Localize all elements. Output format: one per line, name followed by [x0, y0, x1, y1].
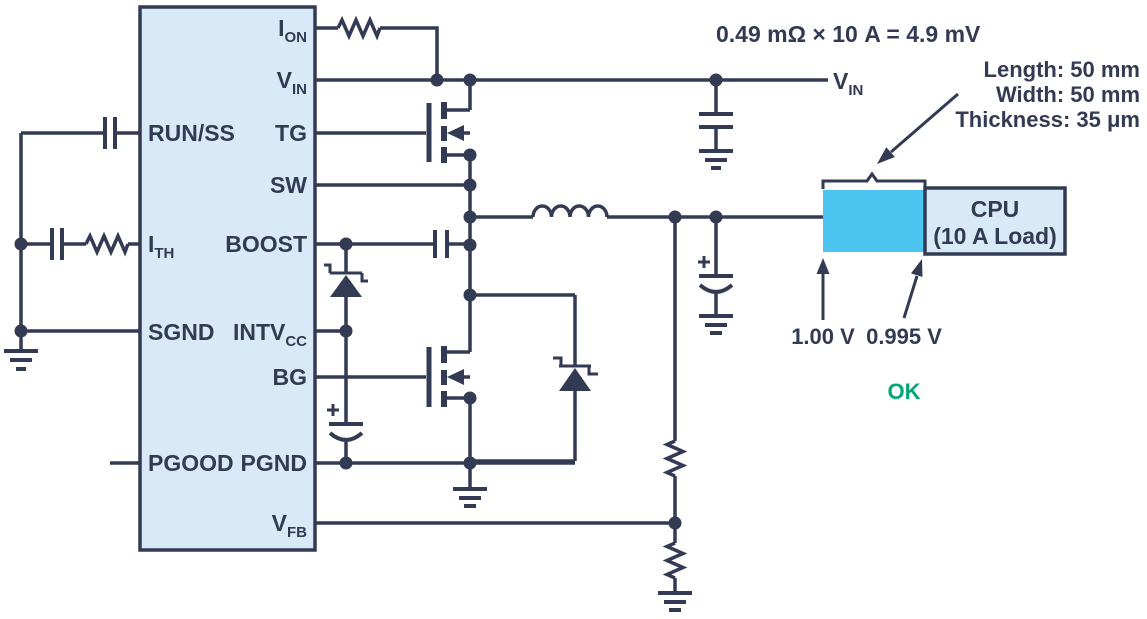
pin-label-sw: SW: [270, 172, 307, 198]
regulator-ic-block: ION VIN TG SW BOOST INTVCC BG PGND VFB R…: [138, 5, 317, 552]
junction-dot: [463, 391, 477, 405]
junction-dot: [463, 210, 477, 224]
freewheel-schottky-diode: [470, 293, 598, 463]
input-capacitor: [699, 82, 733, 170]
trace-length: Length: 50 mm: [984, 57, 1140, 82]
pin-label-tg: TG: [275, 120, 307, 146]
pin-label-vfb: VFB: [272, 510, 308, 541]
ith-capacitor: [50, 228, 64, 260]
plus-sign: [698, 256, 710, 268]
arrow-trace-dimensions: [877, 92, 959, 164]
junction-dot: [14, 324, 28, 338]
ground-symbol-left: [4, 349, 38, 371]
intvcc-capacitor: [315, 329, 364, 463]
ith-compensation-network: [21, 228, 140, 260]
junction-dot: [463, 148, 477, 162]
mosfet-arrow: [447, 125, 464, 141]
junction-dot: [463, 456, 477, 470]
junction-dot: [668, 210, 682, 224]
pin-label-pgood: PGOOD: [148, 450, 234, 476]
junction-dot: [668, 516, 682, 530]
cpu-body: [923, 186, 1067, 256]
junction-dot: [709, 73, 723, 87]
voltage-source-end-label: 1.00 V: [791, 324, 855, 349]
ground-symbol-output: [699, 314, 733, 335]
mosfet-low-side: [315, 346, 472, 463]
trace-dimensions-note: Length: 50 mm Width: 50 mm Thickness: 35…: [955, 57, 1140, 132]
pin-label-sgnd: SGND: [148, 319, 214, 345]
pin-label-intvcc: INTVCC: [233, 319, 307, 350]
softstart-capacitor: [21, 117, 140, 149]
mosfet-arrow: [447, 369, 464, 385]
junction-dot: [463, 238, 477, 252]
arrow-voltage-load-end: [902, 259, 923, 319]
pin-label-vin: VIN: [277, 67, 307, 98]
output-capacitor: [698, 217, 734, 335]
vin-net-label: VIN: [833, 68, 863, 99]
trace-width: Width: 50 mm: [996, 82, 1140, 107]
cpu-block: CPU (10 A Load): [923, 186, 1067, 256]
junction-dot: [14, 237, 28, 251]
pin-label-bg: BG: [273, 364, 308, 390]
feedback-resistor-bottom: [662, 541, 688, 580]
ion-resistor: [315, 15, 439, 78]
inductor: [470, 204, 823, 219]
ground-symbol-feedback: [658, 591, 692, 612]
voltage-load-end-label: 0.995 V: [866, 324, 942, 349]
pin-label-ion: ION: [278, 15, 307, 46]
junction-dot: [339, 456, 353, 470]
trace-thickness: Thickness: 35 μm: [955, 107, 1140, 132]
junction-dot: [709, 210, 723, 224]
ith-resistor: [84, 231, 130, 257]
feedback-resistor-top: [662, 439, 688, 478]
junction-dot: [463, 178, 477, 192]
boost-schottky-diode: [324, 244, 368, 331]
junction-dot: [339, 237, 353, 251]
ground-symbol-input: [699, 149, 733, 170]
pin-label-ith: ITH: [148, 231, 174, 262]
cpu-title: CPU: [971, 196, 1020, 222]
ic-body: [138, 5, 317, 552]
junction-dot: [430, 73, 444, 87]
junction-dot: [463, 288, 477, 302]
dimension-bracket: [821, 171, 927, 189]
junction-dot: [339, 324, 353, 338]
pcb-trace: [823, 190, 925, 252]
cpu-rating: (10 A Load): [933, 223, 1057, 249]
voltage-drop-formula: 0.49 mΩ × 10 A = 4.9 mV: [716, 21, 981, 47]
feedback-divider: [658, 217, 692, 612]
junction-dots: [14, 73, 723, 530]
plus-sign: [327, 404, 339, 416]
boost-capacitor: [315, 230, 470, 258]
junction-dot: [463, 73, 477, 87]
status-ok-label: OK: [888, 379, 921, 404]
pin-label-runss: RUN/SS: [148, 120, 235, 146]
mosfet-high-side: [315, 80, 472, 163]
pin-label-boost: BOOST: [225, 231, 307, 257]
arrow-voltage-source-end: [816, 258, 830, 320]
pin-label-pgnd: PGND: [241, 450, 307, 476]
